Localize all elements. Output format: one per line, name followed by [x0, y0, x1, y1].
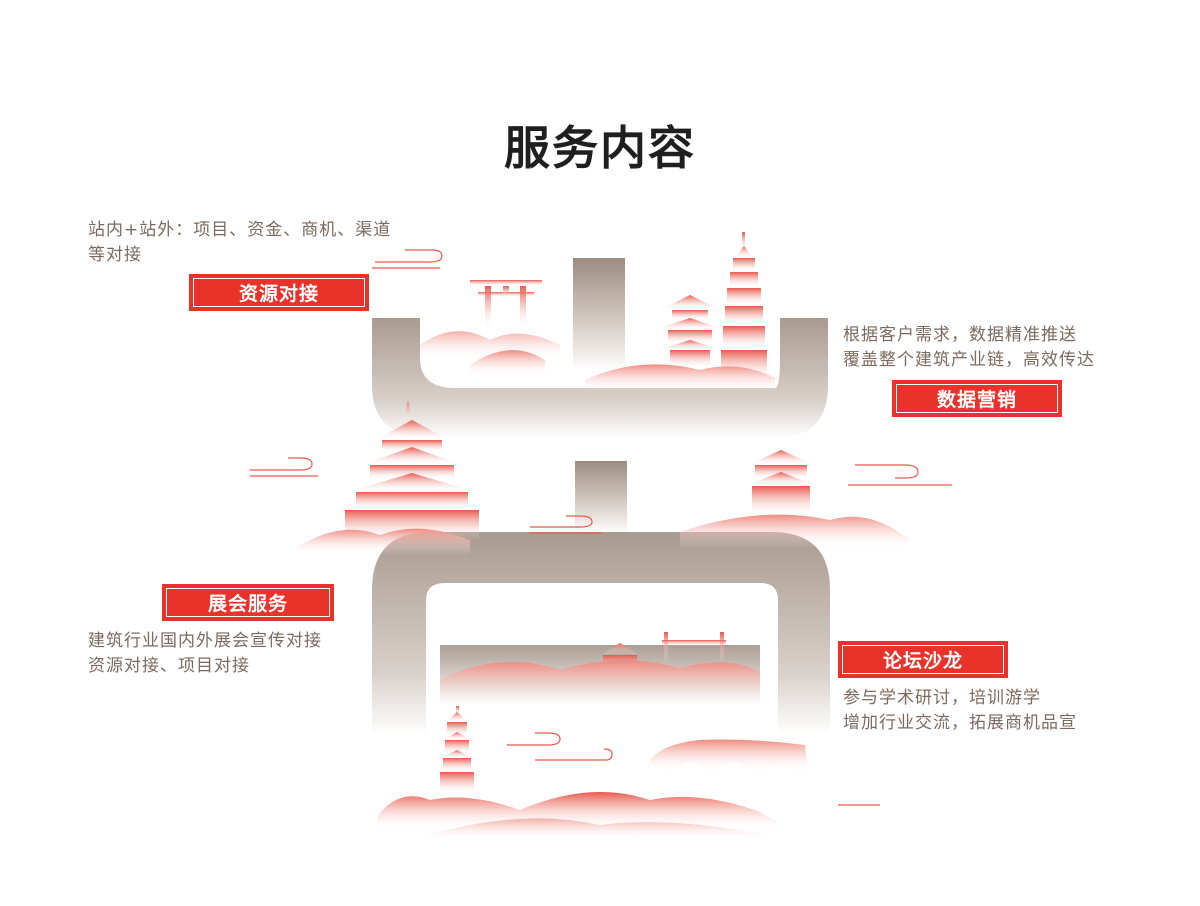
- tag-label: 数据营销: [896, 384, 1058, 413]
- exhibition-service-description: 建筑行业国内外展会宣传对接 资源对接、项目对接: [88, 629, 322, 679]
- data-marketing-description: 根据客户需求，数据精准推送 覆盖整个建筑产业链，高效传达: [843, 323, 1095, 373]
- forum-salon-tag: 论坛沙龙: [838, 641, 1008, 678]
- page-title: 服务内容: [504, 121, 696, 175]
- description-line: 增加行业交流，拓展商机品宣: [843, 713, 1077, 733]
- tag-label: 展会服务: [166, 588, 330, 617]
- pavilion-art: [654, 295, 726, 368]
- right-mid-hills-art: [680, 514, 910, 548]
- description-line: 参与学术研讨，培训游学: [843, 688, 1041, 708]
- tag-label: 论坛沙龙: [842, 645, 1004, 674]
- description-line: 站内+站外：项目、资金、商机、渠道: [88, 220, 392, 240]
- resource-docking-description: 站内+站外：项目、资金、商机、渠道 等对接: [88, 218, 391, 268]
- resource-docking-tag: 资源对接: [189, 274, 369, 311]
- lower-panel-hills-art: [440, 660, 760, 705]
- small-pagoda-art: [440, 706, 474, 794]
- torii-gate-art: [470, 280, 542, 330]
- tall-pagoda-art: [721, 232, 767, 380]
- description-line: 覆盖整个建筑产业链，高效传达: [843, 350, 1095, 370]
- left-mid-hills-art: [296, 528, 470, 555]
- description-line: 资源对接、项目对接: [88, 656, 250, 676]
- exhibition-service-tag: 展会服务: [162, 584, 334, 621]
- city-gate-art: [745, 450, 817, 516]
- top-center-bar: [573, 258, 625, 370]
- upper-pipe: [372, 318, 828, 438]
- data-marketing-tag: 数据营销: [892, 380, 1062, 417]
- middle-bar: [575, 461, 627, 533]
- tag-label: 资源对接: [193, 278, 365, 307]
- description-line: 等对接: [88, 245, 142, 265]
- bottom-hills-art: [378, 792, 790, 830]
- cloud-swirls-art: [250, 249, 952, 806]
- description-line: 根据客户需求，数据精准推送: [843, 325, 1077, 345]
- lower-pipe: [372, 532, 830, 735]
- arch-bridge-art: [645, 739, 808, 772]
- description-line: 建筑行业国内外展会宣传对接: [88, 631, 322, 651]
- forum-salon-description: 参与学术研讨，培训游学 增加行业交流，拓展商机品宣: [843, 686, 1077, 736]
